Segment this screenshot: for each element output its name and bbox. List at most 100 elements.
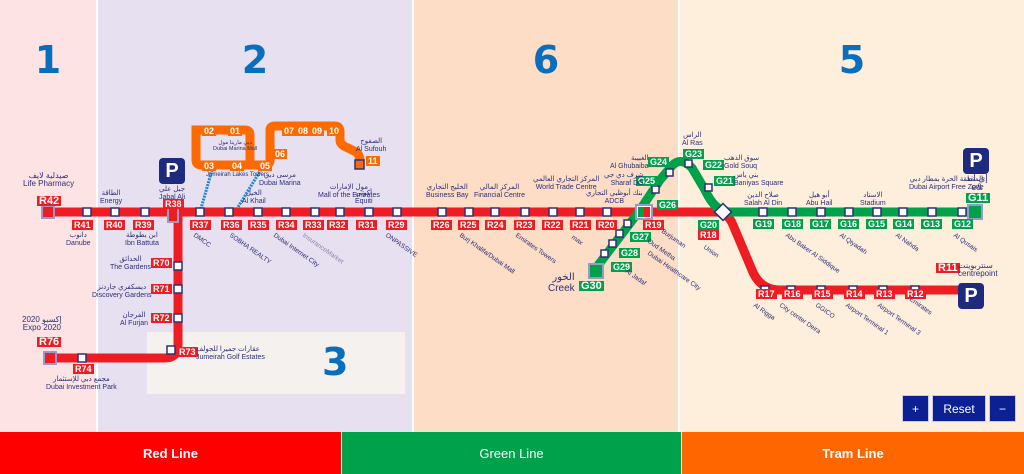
- tram-code: 03: [202, 161, 217, 171]
- terminal-g30[interactable]: [588, 263, 604, 279]
- tram-code: 05: [258, 161, 273, 171]
- tram-code: 04: [230, 161, 245, 171]
- station-code: R76: [37, 336, 62, 348]
- parking-icon: P: [159, 158, 185, 184]
- terminal-r76[interactable]: [43, 351, 57, 365]
- terminal-g11[interactable]: [967, 204, 983, 220]
- tram-code: 06: [273, 149, 288, 159]
- station-code: G25: [636, 176, 658, 186]
- zone-number: 6: [532, 38, 560, 82]
- green-stations[interactable]: [600, 159, 967, 258]
- green-line[interactable]: [592, 157, 975, 271]
- station-code: R32: [327, 220, 348, 230]
- station-code: R24: [485, 220, 506, 230]
- station-code: R25: [458, 220, 479, 230]
- zone-number: 5: [838, 38, 866, 82]
- station-code: R73: [177, 347, 198, 357]
- tram-code: 01: [228, 126, 243, 136]
- station-code: R35: [248, 220, 269, 230]
- zone-number: 1: [34, 38, 62, 82]
- tram-line-loop[interactable]: [208, 125, 256, 170]
- station-label-tram-03[interactable]: Jumeirah Lakes Towers: [206, 172, 269, 178]
- zoom-in-button[interactable]: +: [902, 395, 929, 422]
- station-code: G28: [619, 248, 641, 258]
- tram-connector: [233, 167, 264, 213]
- station-code: R12: [905, 289, 926, 299]
- station-code: R70: [151, 258, 172, 268]
- zoom-out-button[interactable]: −: [989, 395, 1016, 422]
- station-code: R13: [874, 289, 895, 299]
- station-code: G19: [753, 219, 775, 229]
- station-code: R74: [73, 364, 94, 374]
- station-code: G14: [893, 219, 915, 229]
- parking-icon: P: [958, 283, 984, 309]
- station-code: G21: [714, 176, 736, 186]
- station-code: R14: [844, 289, 865, 299]
- station-code: G20: [698, 220, 720, 230]
- reset-button[interactable]: Reset: [932, 395, 986, 422]
- station-code: R40: [104, 220, 125, 230]
- zone-3: [147, 332, 405, 394]
- station-code: G12: [952, 219, 974, 229]
- station-code: R34: [276, 220, 297, 230]
- tram-code: 09: [310, 126, 325, 136]
- station-code: R29: [386, 220, 407, 230]
- station-code: R36: [221, 220, 242, 230]
- station-code: R11: [936, 262, 960, 274]
- station-code: G17: [810, 219, 832, 229]
- tram-code: 10: [327, 126, 342, 136]
- station-code: G16: [838, 219, 860, 229]
- station-code: R42: [37, 195, 62, 207]
- terminal-r42[interactable]: [41, 205, 55, 219]
- interchange-union[interactable]: [713, 202, 733, 222]
- zone-number: 2: [241, 38, 269, 82]
- tram-terminal[interactable]: [354, 159, 365, 170]
- tram-line[interactable]: [191, 121, 365, 170]
- station-code: R39: [133, 220, 154, 230]
- tab-red-line[interactable]: Red Line: [0, 432, 341, 474]
- station-code: R71: [151, 284, 172, 294]
- metro-map[interactable]: [0, 0, 1024, 432]
- red-line[interactable]: [50, 207, 965, 363]
- tab-tram-line[interactable]: Tram Line: [682, 432, 1024, 474]
- red-stations[interactable]: [77, 207, 920, 363]
- tram-code: 08: [296, 126, 311, 136]
- station-code: G11: [966, 192, 991, 204]
- tab-green-line[interactable]: Green Line: [342, 432, 681, 474]
- station-code: G29: [611, 262, 633, 272]
- station-code: R38: [163, 199, 184, 209]
